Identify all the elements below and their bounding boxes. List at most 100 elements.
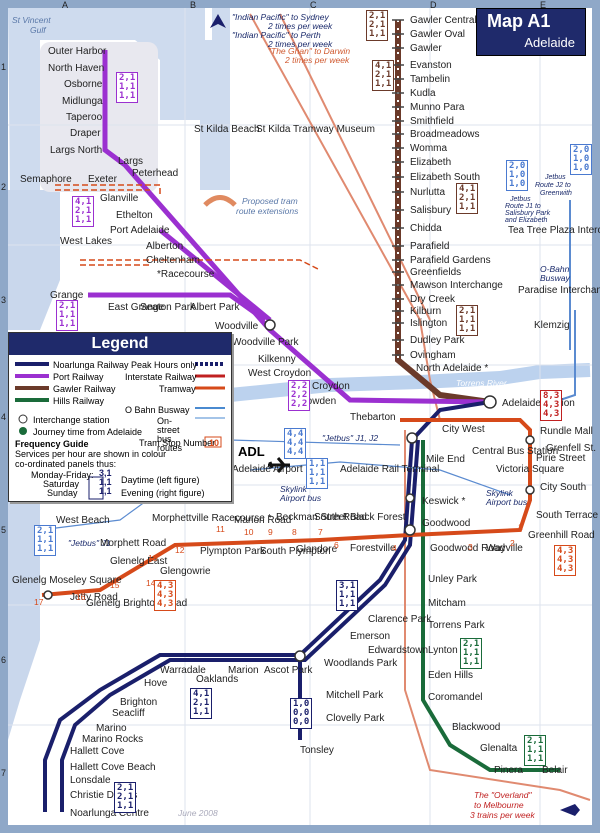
station-ovingham[interactable]: Ovingham [410, 350, 456, 361]
tram-glenelg-east[interactable]: Glenelg East [110, 556, 168, 567]
station-munno-para[interactable]: Munno Para [410, 102, 465, 113]
station-evanston[interactable]: Evanston [410, 60, 452, 71]
station-adelaide-rail-terminal[interactable]: Adelaide Rail Terminal [340, 464, 440, 475]
station-seacliff[interactable]: Seacliff [112, 708, 145, 719]
station-lynton[interactable]: Lynton [428, 645, 458, 656]
tram-black-forest[interactable]: Black Forest [350, 512, 406, 523]
station-pinera[interactable]: Pinera [494, 765, 523, 776]
station-woodville-park[interactable]: Woodville Park [232, 337, 299, 348]
station-elizabeth-south[interactable]: Elizabeth South [410, 172, 481, 183]
tram-beckman-street[interactable]: Beckman Street [276, 512, 348, 523]
tram-grenfell-street[interactable]: Grenfell St. [546, 443, 597, 454]
station-klemzig[interactable]: Klemzig [534, 320, 570, 331]
tram-south-plympton[interactable]: South Plympton [260, 546, 331, 557]
tram-rundle-mall[interactable]: Rundle Mall [540, 426, 593, 437]
station-gawler[interactable]: Gawler [410, 43, 442, 54]
station-tea-tree-plaza[interactable]: Tea Tree Plaza Interchange [508, 225, 600, 236]
tram-morphett-road[interactable]: Morphett Road [100, 538, 167, 549]
station-christie-downs[interactable]: Christie Downs [70, 790, 138, 801]
station-paradise[interactable]: Paradise Interchange [518, 285, 600, 296]
station-parafield-gardens[interactable]: Parafield Gardens [410, 255, 491, 266]
station-city-west[interactable]: City West [442, 424, 485, 435]
station-kilkenny[interactable]: Kilkenny [258, 354, 296, 365]
station-clovelly-park[interactable]: Clovelly Park [326, 713, 385, 724]
station-dudley-park[interactable]: Dudley Park [410, 335, 465, 346]
station-warradale[interactable]: Warradale [160, 665, 206, 676]
station-racecourse[interactable]: *Racecourse [157, 269, 215, 280]
station-glenalta[interactable]: Glenalta [480, 743, 518, 754]
station-north-adelaide[interactable]: North Adelaide * [416, 363, 489, 374]
station-salisbury[interactable]: Salisbury [410, 205, 452, 216]
tram-victoria-square[interactable]: Victoria Square [496, 464, 565, 475]
station-smithfield[interactable]: Smithfield [410, 116, 454, 127]
station-adelaide[interactable]: Adelaide Station [502, 398, 575, 409]
station-port-adelaide[interactable]: Port Adelaide [110, 225, 170, 236]
station-tambelin[interactable]: Tambelin [410, 74, 451, 85]
station-goodwood[interactable]: Goodwood [422, 518, 471, 529]
station-kilburn[interactable]: Kilburn [410, 306, 442, 317]
tram-glenelg-moseley-1[interactable]: Glenelg Moseley Square [12, 575, 122, 586]
station-central-bus[interactable]: Central Bus Station [472, 446, 559, 457]
station-gawler-central[interactable]: Gawler Central [410, 15, 477, 26]
station-alberton[interactable]: Alberton [146, 241, 184, 252]
station-mawson-interchange[interactable]: Mawson Interchange [410, 280, 503, 291]
station-hallett-cove[interactable]: Hallett Cove [70, 746, 125, 757]
station-clarence-park[interactable]: Clarence Park [368, 614, 432, 625]
station-eden-hills[interactable]: Eden Hills [428, 670, 474, 681]
station-mitchell-park[interactable]: Mitchell Park [326, 690, 384, 701]
station-woodville[interactable]: Woodville [215, 321, 259, 332]
station-marino-rocks[interactable]: Marino Rocks [82, 734, 144, 745]
station-north-haven[interactable]: North Haven [48, 63, 105, 74]
station-womma[interactable]: Womma [410, 143, 448, 154]
station-islington[interactable]: Islington [410, 318, 448, 329]
tram-jetty-road[interactable]: Jetty Road [70, 592, 118, 603]
station-blackwood[interactable]: Blackwood [452, 722, 501, 733]
tram-marion-road[interactable]: Marion Road [234, 515, 292, 526]
station-broadmeadows[interactable]: Broadmeadows [410, 129, 480, 140]
station-coromandel[interactable]: Coromandel [428, 692, 483, 703]
station-brighton[interactable]: Brighton [120, 697, 158, 708]
station-tonsley[interactable]: Tonsley [300, 745, 334, 756]
tram-plympton-park[interactable]: Plympton Park [200, 546, 266, 557]
station-marion[interactable]: Marion [228, 665, 259, 676]
tram-morphettville-racecourse[interactable]: Morphettville Racecourse * [152, 513, 272, 524]
station-mile-end[interactable]: Mile End [426, 454, 465, 465]
station-albert-park[interactable]: Albert Park [190, 302, 240, 313]
tram-wayville[interactable]: Wayville [486, 543, 523, 554]
tram-greenhill-road[interactable]: Greenhill Road [528, 530, 595, 541]
station-glanville[interactable]: Glanville [100, 193, 139, 204]
station-cheltenham[interactable]: Cheltenham [146, 255, 200, 266]
station-unley-park[interactable]: Unley Park [428, 574, 477, 585]
station-outer-harbor[interactable]: Outer Harbor [48, 46, 107, 57]
station-adelaide-airport[interactable]: Adelaide Airport [232, 464, 303, 475]
tram-pirie-street[interactable]: Pirie Street [536, 453, 586, 464]
station-largs[interactable]: Largs [118, 156, 144, 167]
station-peterhead[interactable]: Peterhead [132, 168, 179, 179]
station-dry-creek[interactable]: Dry Creek [410, 294, 456, 305]
station-marino[interactable]: Marino [96, 723, 127, 734]
station-ethelton[interactable]: Ethelton [116, 210, 153, 221]
tram-glengowrie[interactable]: Glengowrie [160, 566, 211, 577]
station-hove[interactable]: Hove [144, 678, 168, 689]
station-west-croydon[interactable]: West Croydon [248, 368, 312, 379]
station-parafield[interactable]: Parafield [410, 241, 450, 252]
tram-glenelg-brighton-road[interactable]: Glenelg Brighton Road [86, 598, 188, 609]
station-elizabeth[interactable]: Elizabeth [410, 157, 452, 168]
station-grange[interactable]: Grange [50, 290, 84, 301]
station-keswick[interactable]: Keswick * [422, 496, 466, 507]
station-east-grange[interactable]: East Grange [108, 302, 165, 313]
station-ascot-park[interactable]: Ascot Park [264, 665, 313, 676]
station-nurlutta[interactable]: Nurlutta [410, 187, 446, 198]
station-greenfields[interactable]: Greenfields [410, 267, 462, 278]
station-taperoo[interactable]: Taperoo [66, 112, 103, 123]
station-lonsdale[interactable]: Lonsdale [70, 775, 111, 786]
station-draper[interactable]: Draper [70, 128, 101, 139]
station-chidda[interactable]: Chidda [410, 223, 442, 234]
station-noarlunga-centre[interactable]: Noarlunga Centre [70, 808, 149, 819]
station-emerson[interactable]: Emerson [350, 631, 391, 642]
tram-south-terrace[interactable]: South Terrace [536, 510, 599, 521]
station-seaton-park[interactable]: Seaton Park [140, 302, 196, 313]
station-oaklands[interactable]: Oaklands [196, 674, 239, 685]
tram-south-road[interactable]: South Road [314, 512, 367, 523]
station-gawler-oval[interactable]: Gawler Oval [410, 29, 466, 40]
